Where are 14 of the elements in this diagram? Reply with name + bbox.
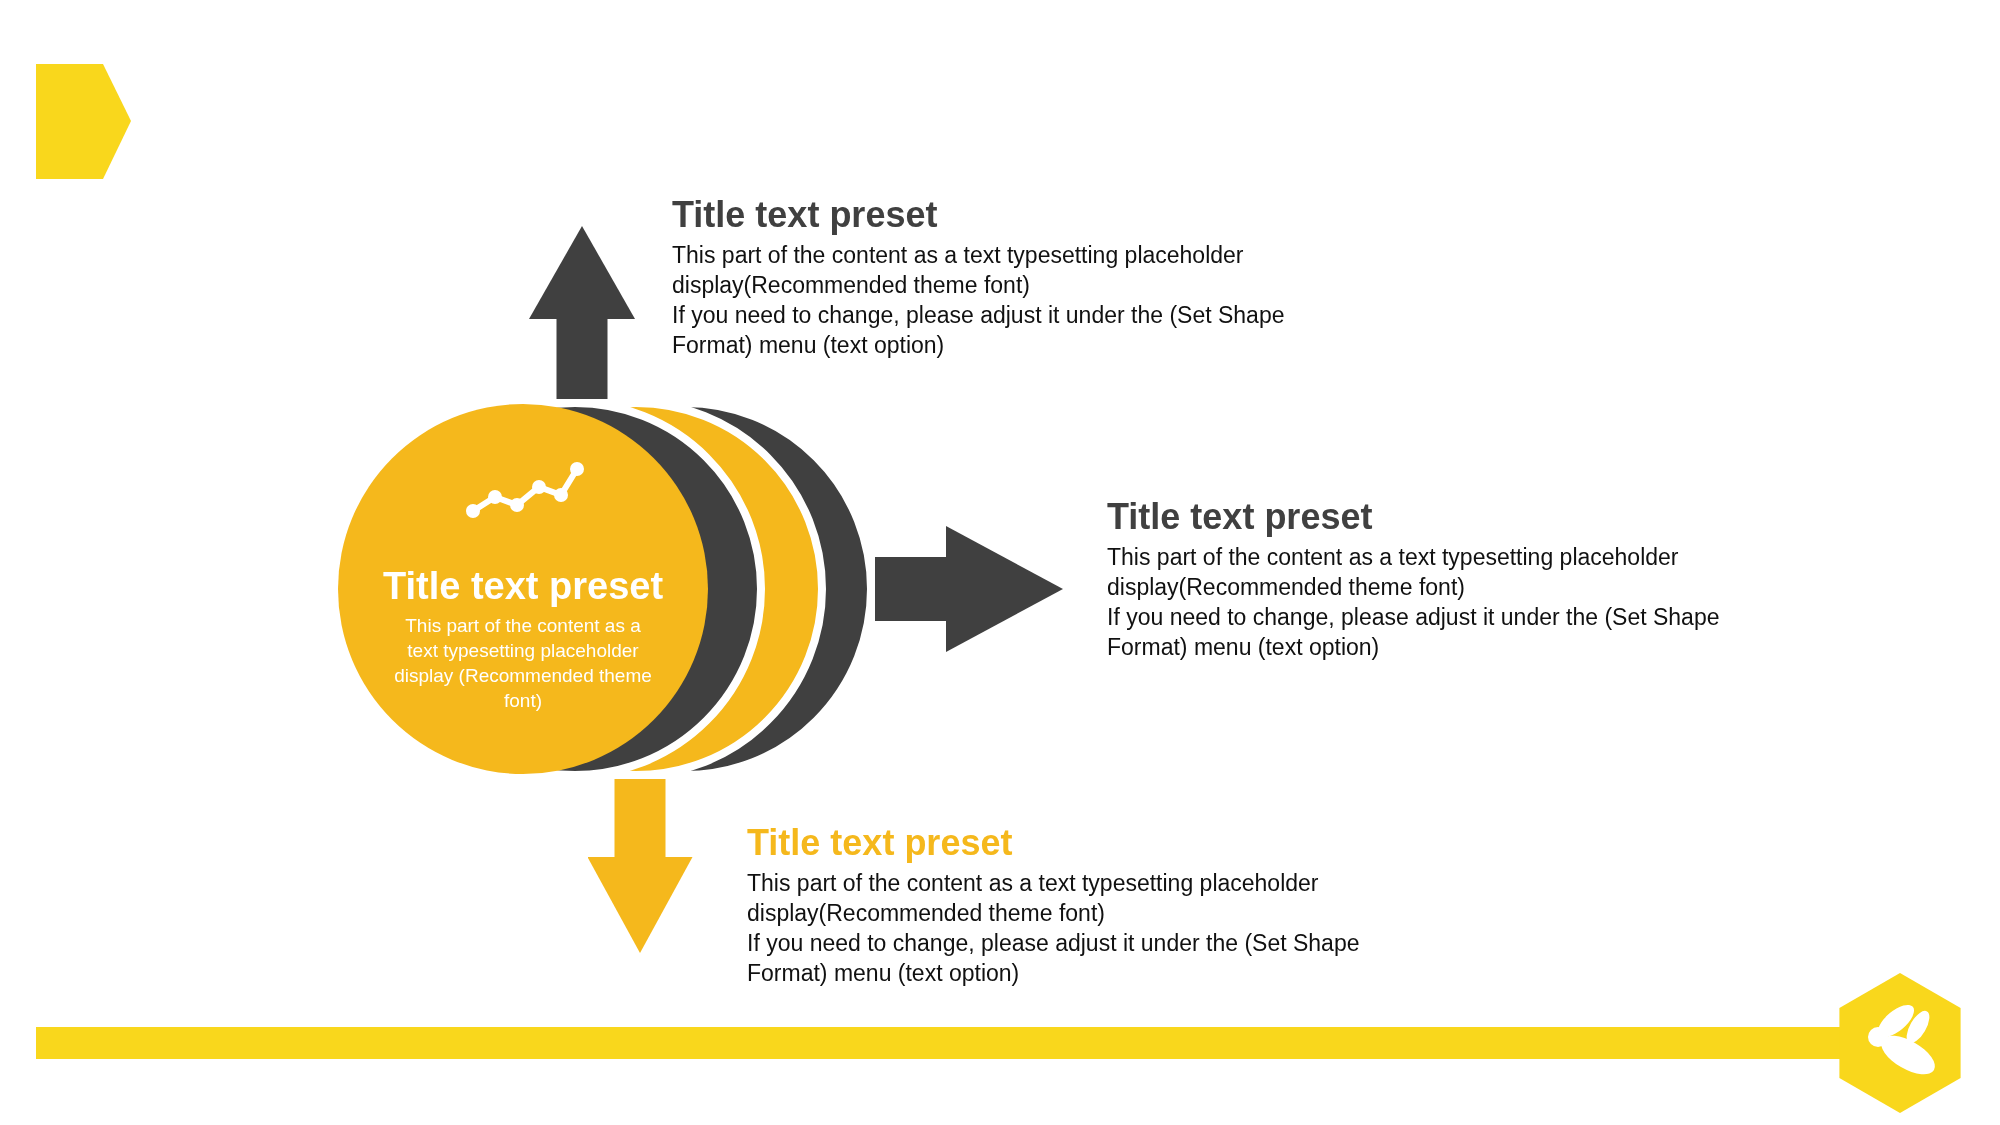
node-description: This part of the content as a text typesetting placeholder display(Recommended theme font) — [1107, 543, 1680, 602]
arrow — [529, 226, 635, 399]
node-description: This part of the content as a text typesetting placeholder display(Recommended theme font) — [747, 869, 1320, 928]
node-title: Title text preset — [747, 822, 1014, 864]
arrow — [875, 526, 1063, 652]
node-title: Title text preset — [672, 194, 939, 236]
node-title: Title text preset — [381, 565, 665, 607]
node-description: If you need to change, please adjust it under the (Set Shape Format) menu (text option) — [747, 929, 1361, 988]
node-description: If you need to change, please adjust it under the (Set Shape Format) menu (text option) — [1107, 603, 1721, 662]
arrow — [587, 779, 693, 953]
node-description: This part of the content as a text typesetting placeholder display (Recommended theme font) — [393, 614, 653, 713]
node-description: If you need to change, please adjust it under the (Set Shape Format) menu (text option) — [672, 301, 1286, 360]
node-description: This part of the content as a text typesetting placeholder display(Recommended theme font) — [672, 241, 1245, 300]
node-title: Title text preset — [1107, 496, 1374, 538]
